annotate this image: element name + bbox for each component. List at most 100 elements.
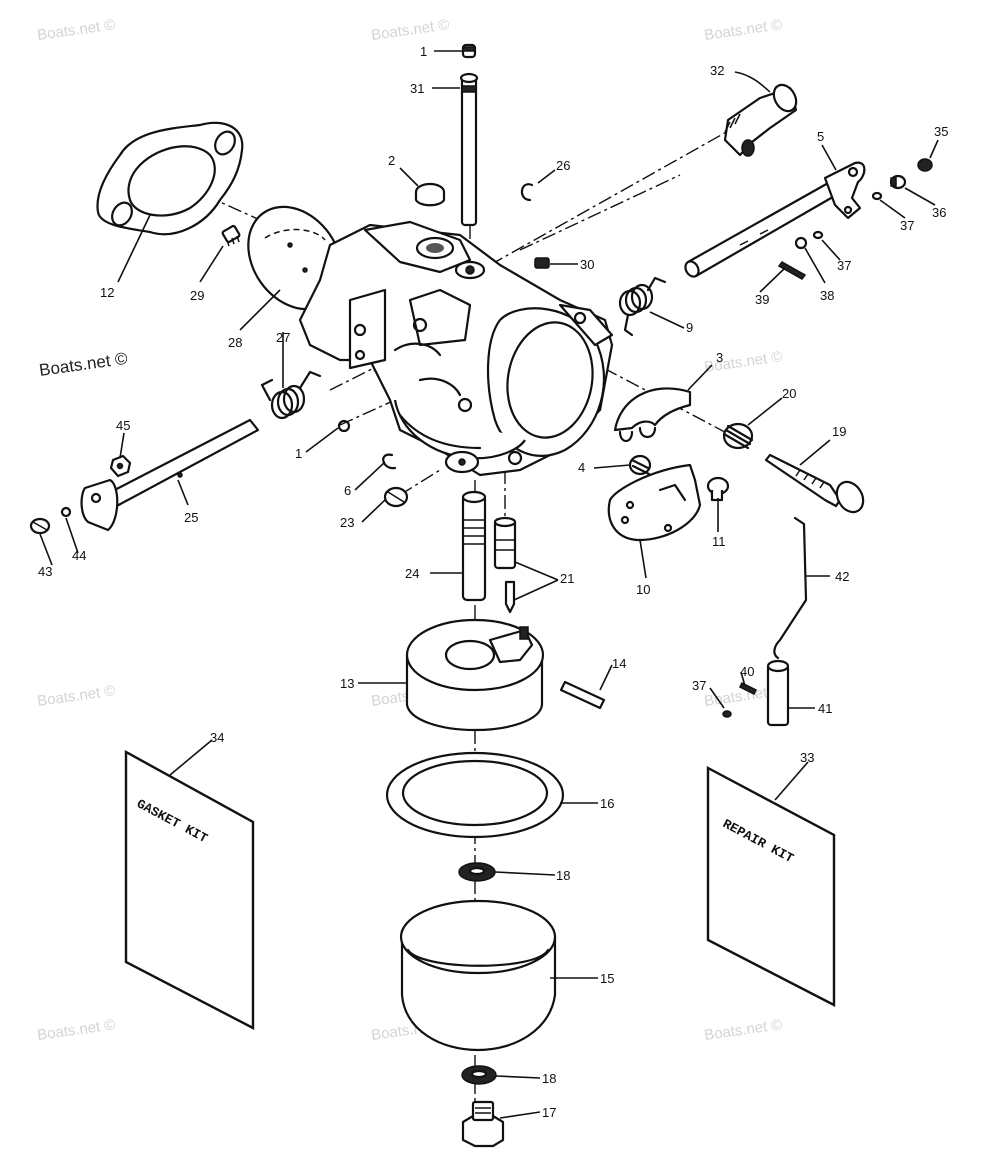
part-25-choke-shaft <box>80 418 260 532</box>
part-4-spring <box>628 454 652 476</box>
part-18-washer-lower <box>461 1065 497 1085</box>
part-15-float-bowl <box>399 899 557 1052</box>
leader-lines <box>39 50 939 1119</box>
callout-32: 32 <box>710 63 724 78</box>
callout-12: 12 <box>100 285 114 300</box>
part-31-tube <box>459 72 479 227</box>
part-32-elbow-fitting <box>723 83 798 157</box>
carburetor-body <box>298 220 614 477</box>
callout-13: 13 <box>340 676 354 691</box>
part-38-washer <box>794 236 808 250</box>
part-23-screw <box>383 486 409 508</box>
part-11-screw <box>706 476 730 502</box>
callout-25: 25 <box>184 510 198 525</box>
watermark: Boats.net © <box>38 349 129 380</box>
callout-2: 2 <box>388 153 395 168</box>
part-12-flange-gasket <box>96 121 244 236</box>
watermark: Boats.net © <box>36 1016 116 1044</box>
part-37-washer-top <box>871 191 883 201</box>
part-21-jet <box>493 516 517 570</box>
watermark: Boats.net © <box>703 16 783 44</box>
callout-37-c: 37 <box>692 678 706 693</box>
part-5-throttle-shaft <box>684 161 866 278</box>
callout-23: 23 <box>340 515 354 530</box>
part-33-repair-kit: REPAIR KIT <box>706 766 836 1007</box>
callout-44: 44 <box>72 548 86 563</box>
part-18-washer-upper <box>458 862 496 882</box>
part-42-wire-link <box>773 516 808 660</box>
part-45-nut <box>109 454 132 478</box>
callout-1: 1 <box>420 44 427 59</box>
part-41-sleeve <box>766 659 790 727</box>
callout-19: 19 <box>832 424 846 439</box>
part-43-screw <box>29 517 51 535</box>
part-24-jet-tube <box>461 490 487 602</box>
callout-33: 33 <box>800 750 814 765</box>
callout-37-b: 37 <box>837 258 851 273</box>
callout-27: 27 <box>276 330 290 345</box>
part-14-pin <box>559 680 606 710</box>
callout-34: 34 <box>210 730 224 745</box>
callout-20: 20 <box>782 386 796 401</box>
part-13-float <box>405 618 545 732</box>
part-17-drain-nut <box>461 1100 505 1148</box>
callout-17: 17 <box>542 1105 556 1120</box>
part-36-screw <box>889 174 907 190</box>
callout-41: 41 <box>818 701 832 716</box>
callout-21: 21 <box>560 571 574 586</box>
part-2-cap <box>414 182 446 207</box>
callout-1-b: 1 <box>295 446 302 461</box>
callout-39: 39 <box>755 292 769 307</box>
callout-35: 35 <box>934 124 948 139</box>
watermark: Boats.net © <box>703 1016 783 1044</box>
callout-36: 36 <box>932 205 946 220</box>
part-9-torsion-spring <box>618 276 667 337</box>
callout-4: 4 <box>578 460 585 475</box>
callout-14: 14 <box>612 656 626 671</box>
callout-29: 29 <box>190 288 204 303</box>
callout-15: 15 <box>600 971 614 986</box>
callout-28: 28 <box>228 335 242 350</box>
part-37-washer-low <box>722 710 732 718</box>
callout-16: 16 <box>600 796 614 811</box>
part-39-pin <box>777 261 807 280</box>
part-10-bracket <box>607 463 702 542</box>
callout-43: 43 <box>38 564 52 579</box>
watermark: Boats.net © <box>370 16 450 44</box>
part-19-needle-screw <box>764 453 865 514</box>
callout-31: 31 <box>410 81 424 96</box>
callout-18-b: 18 <box>542 1071 556 1086</box>
callout-37-a: 37 <box>900 218 914 233</box>
callout-45: 45 <box>116 418 130 433</box>
part-27-torsion-spring <box>260 370 322 420</box>
part-29-screw <box>221 224 241 247</box>
part-30-screw <box>534 257 550 269</box>
callout-5: 5 <box>817 129 824 144</box>
callout-10: 10 <box>636 582 650 597</box>
part-21-needle <box>504 580 516 614</box>
part-34-gasket-kit: GASKET KIT <box>124 749 255 1030</box>
callout-6: 6 <box>344 483 351 498</box>
part-44-washer <box>60 506 72 518</box>
part-6-clip <box>382 453 397 470</box>
part-37-washer-mid <box>812 230 824 240</box>
part-16-bowl-gasket <box>385 751 565 839</box>
callout-30: 30 <box>580 257 594 272</box>
watermark: Boats.net © <box>36 16 116 44</box>
watermark: Boats.net © <box>36 682 116 710</box>
part-1-plug-top <box>461 43 477 59</box>
part-1-plug-left <box>337 419 351 433</box>
part-20-spring <box>722 422 754 450</box>
callout-38: 38 <box>820 288 834 303</box>
part-26-clip <box>520 183 534 202</box>
callout-26: 26 <box>556 158 570 173</box>
callout-3: 3 <box>716 350 723 365</box>
callout-11: 11 <box>712 534 726 549</box>
callout-42: 42 <box>835 569 849 584</box>
callout-40: 40 <box>740 664 754 679</box>
callout-numbers: 1 31 32 2 26 35 5 12 29 30 36 37 37 38 3… <box>38 44 948 1120</box>
callout-9: 9 <box>686 320 693 335</box>
callout-18-a: 18 <box>556 868 570 883</box>
callout-24: 24 <box>405 566 419 581</box>
